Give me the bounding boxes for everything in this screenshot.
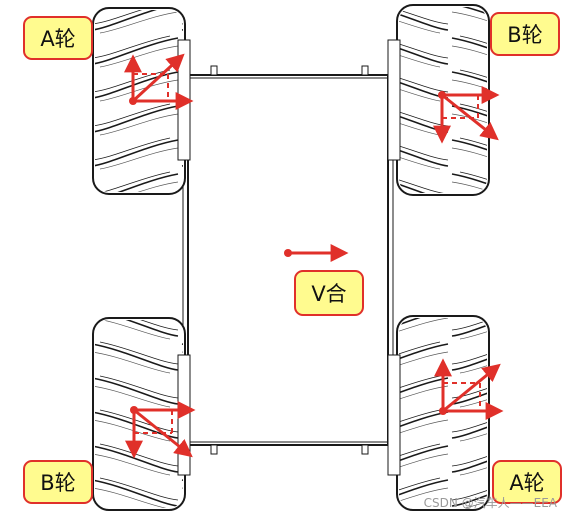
wheel-top-right [387, 4, 490, 196]
chassis-body [187, 74, 389, 446]
vectors-top-right [433, 86, 500, 144]
chassis-tab [361, 65, 369, 76]
chassis [182, 65, 394, 455]
wheel-bottom-right [387, 315, 490, 511]
chassis-inner-edge [182, 77, 394, 443]
label-resultant-velocity: V合 [294, 270, 364, 316]
vectors-bottom-right [434, 358, 504, 420]
chassis-tab [210, 65, 218, 76]
vectors-bottom-left [125, 401, 196, 459]
label-bottom-left-wheel: B轮 [23, 460, 93, 504]
watermark-text: CSDN @汽车人——EEA [423, 496, 557, 510]
chassis-tab [210, 444, 218, 455]
chassis-tab [361, 444, 369, 455]
label-top-left-wheel: A轮 [23, 16, 93, 60]
vectors-top-left [124, 53, 194, 110]
resultant-velocity-arrow [284, 244, 349, 262]
wheel-bottom-left [92, 317, 191, 511]
label-bottom-right-wheel: A轮 [492, 460, 562, 504]
label-top-right-wheel: B轮 [490, 12, 560, 56]
